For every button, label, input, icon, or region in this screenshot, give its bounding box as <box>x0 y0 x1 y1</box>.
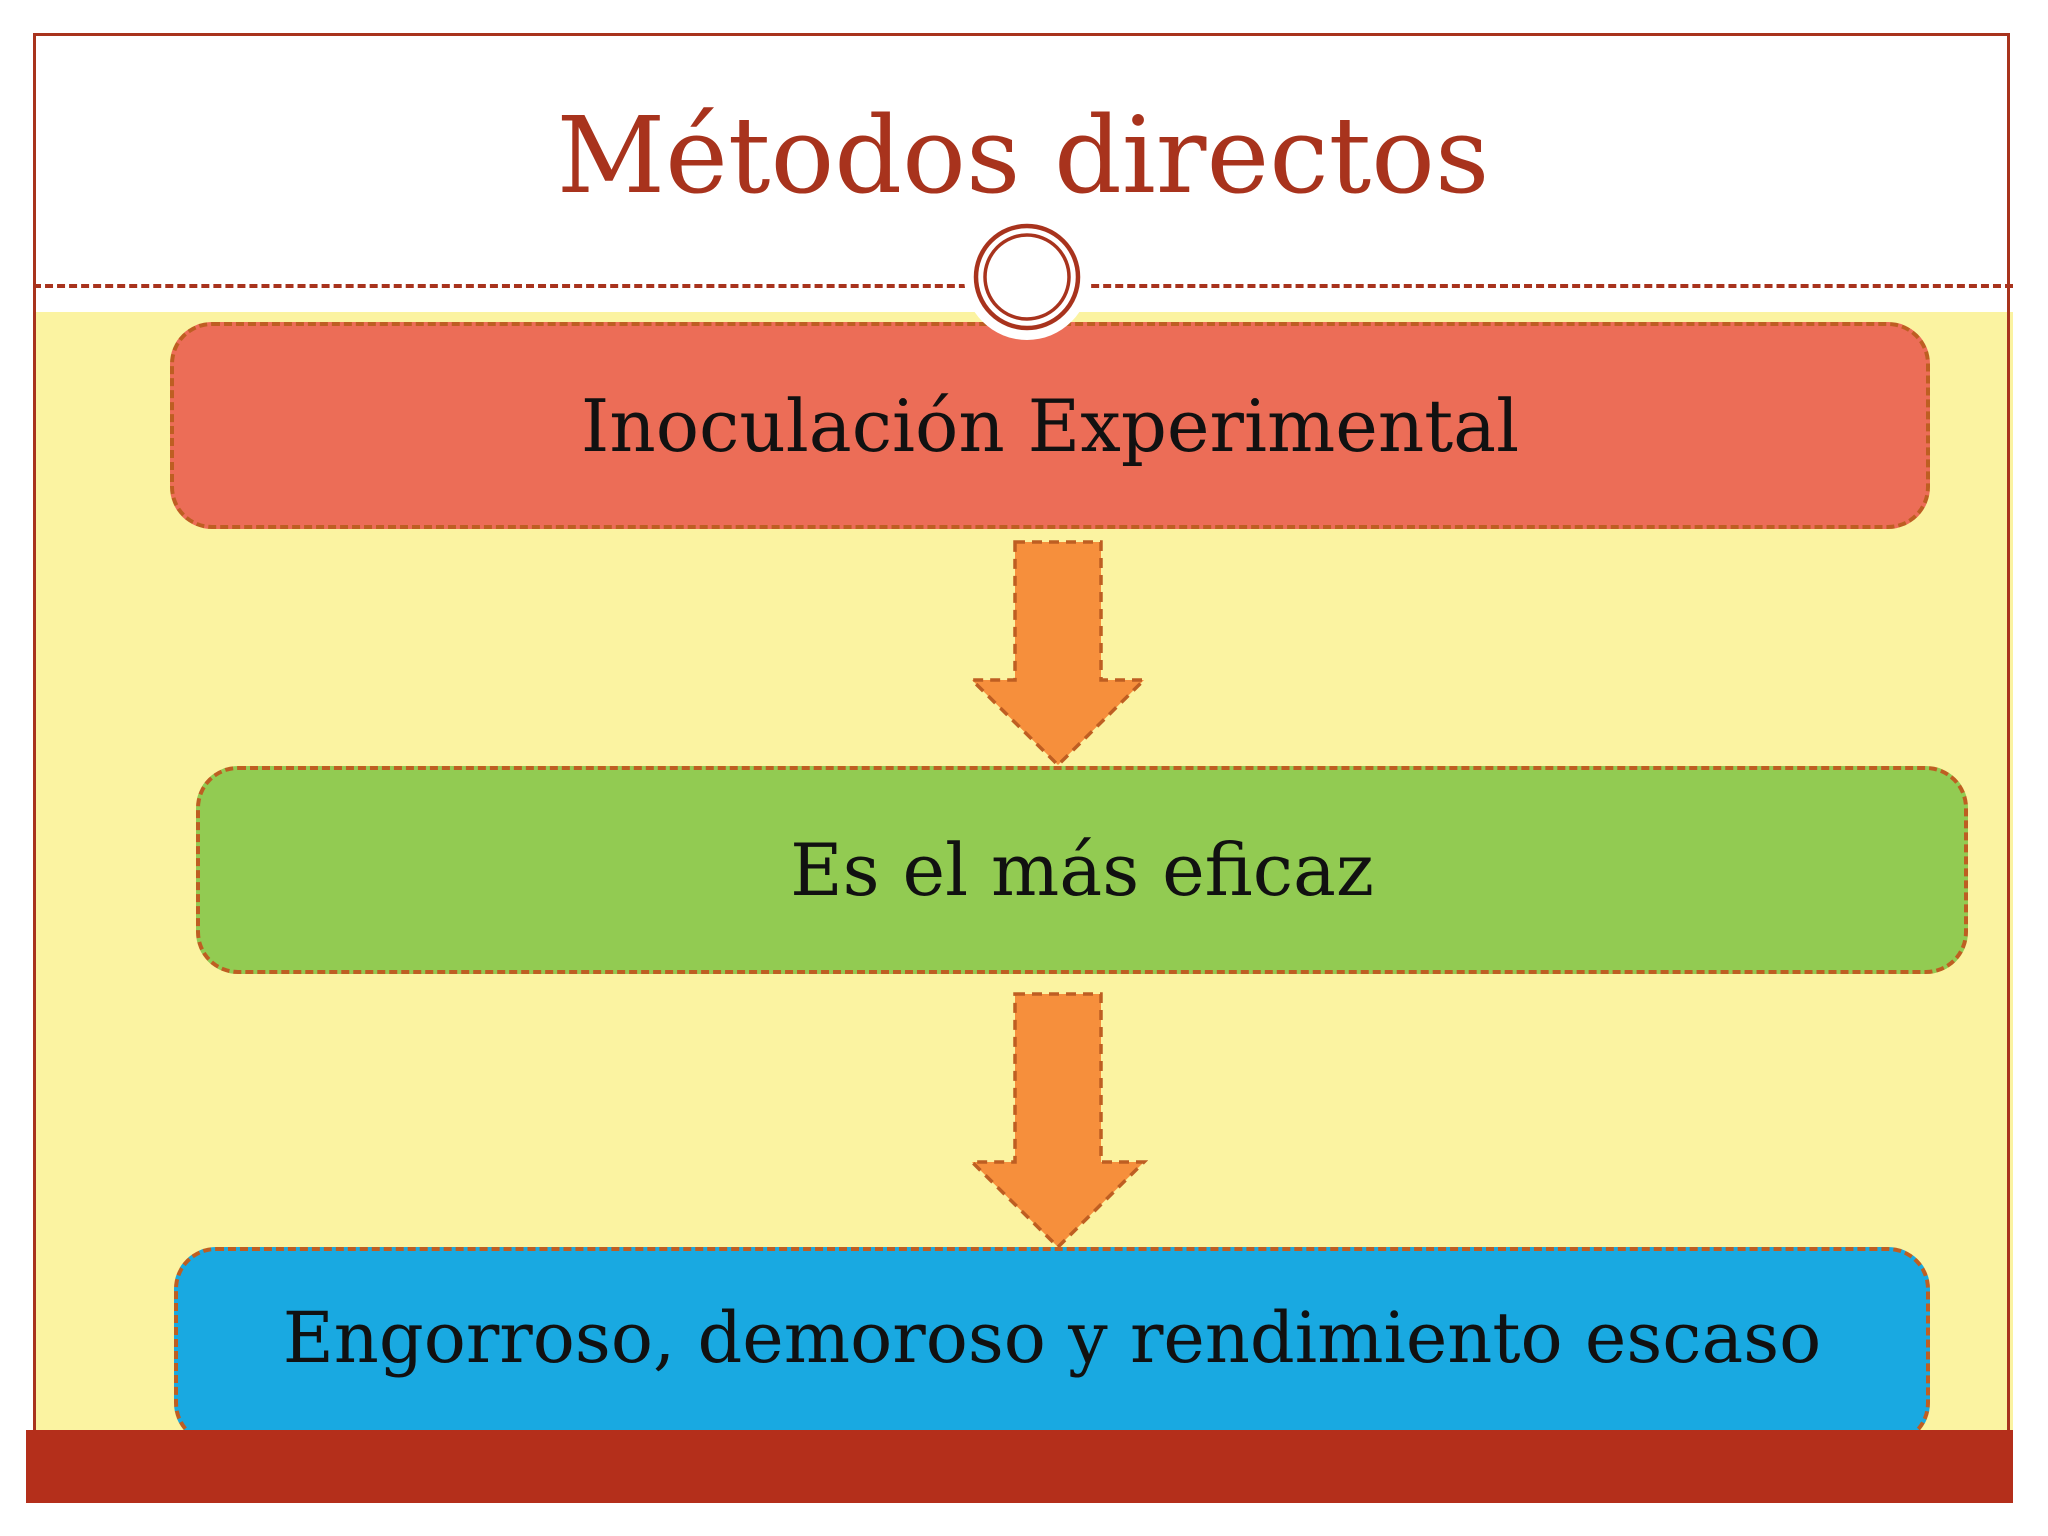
flow-box-label: Inoculación Experimental <box>580 383 1520 468</box>
slide-title: Métodos directos <box>556 93 1490 217</box>
double-circle-ornament-icon <box>964 214 1090 340</box>
footer-accent-bar <box>26 1430 2013 1503</box>
flow-box-label: Es el más eficaz <box>790 828 1374 912</box>
flow-box-label: Engorroso, demoroso y rendimiento escaso <box>282 1297 1822 1379</box>
flow-box-inoculacion: Inoculación Experimental <box>170 322 1930 529</box>
down-arrow-icon <box>968 992 1148 1250</box>
flow-box-engorroso: Engorroso, demoroso y rendimiento escaso <box>174 1247 1930 1445</box>
flow-box-eficaz: Es el más eficaz <box>196 766 1968 974</box>
down-arrow-icon <box>968 540 1148 768</box>
